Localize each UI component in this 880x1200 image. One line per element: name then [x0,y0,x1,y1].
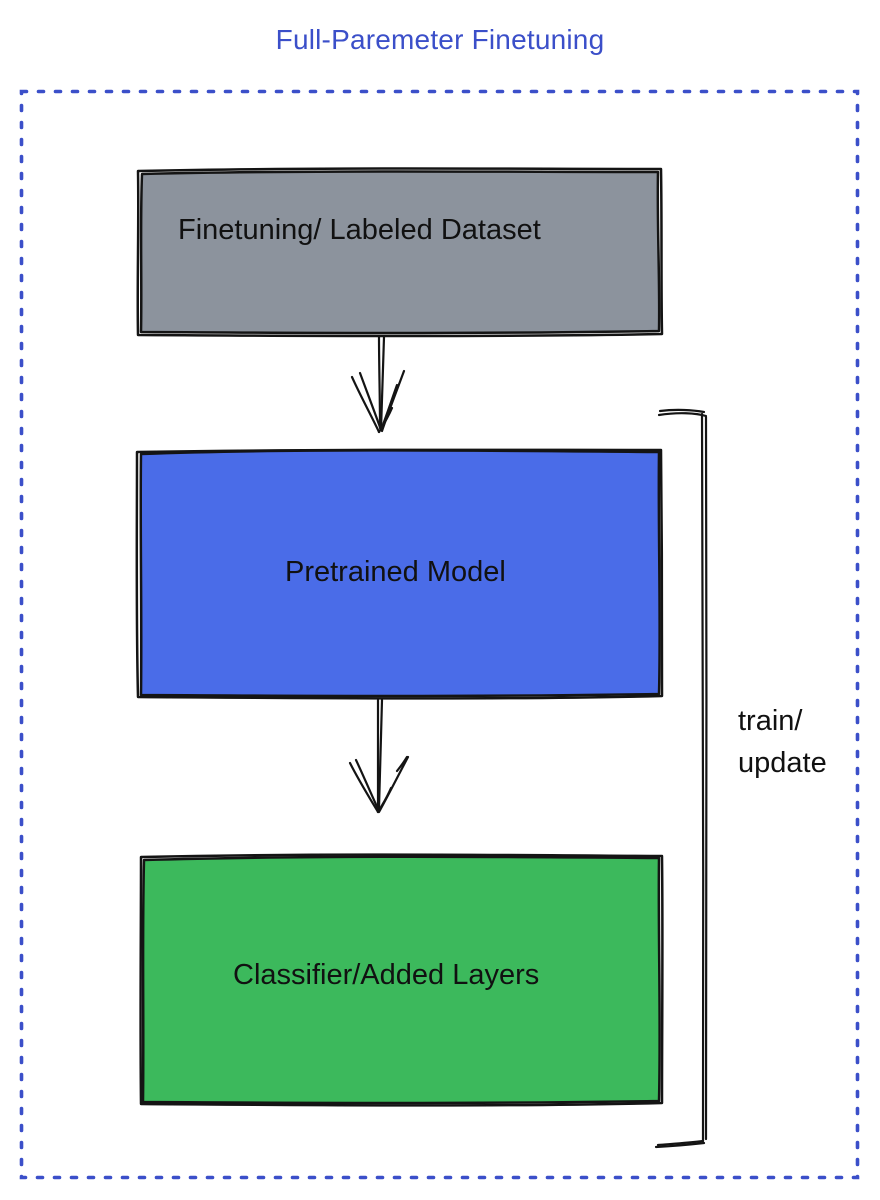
node-classifier [143,856,660,1103]
ink-strokes [135,167,708,1149]
bracket-label-line1: train/ [738,705,803,737]
node-pretrained-outline [135,448,664,700]
node-dataset-outline [136,167,664,338]
train-update-bracket [654,408,708,1149]
bracket-label: train/ update [738,700,827,784]
arrow-pretrained-to-classifier-icon [348,698,410,814]
node-label-classifier: Classifier/Added Layers [233,959,540,991]
bracket-label-line2: update [738,747,827,779]
node-classifier-outline [139,853,664,1107]
arrow-dataset-to-pretrained-icon [350,335,406,434]
diagram-title: Full-Paremeter Finetuning [275,24,605,55]
node-label-dataset: Finetuning/ Labeled Dataset [178,214,541,246]
node-dataset [141,171,660,333]
dashed-frame [19,89,860,1180]
node-label-pretrained: Pretrained Model [285,556,506,588]
node-pretrained [140,450,660,696]
